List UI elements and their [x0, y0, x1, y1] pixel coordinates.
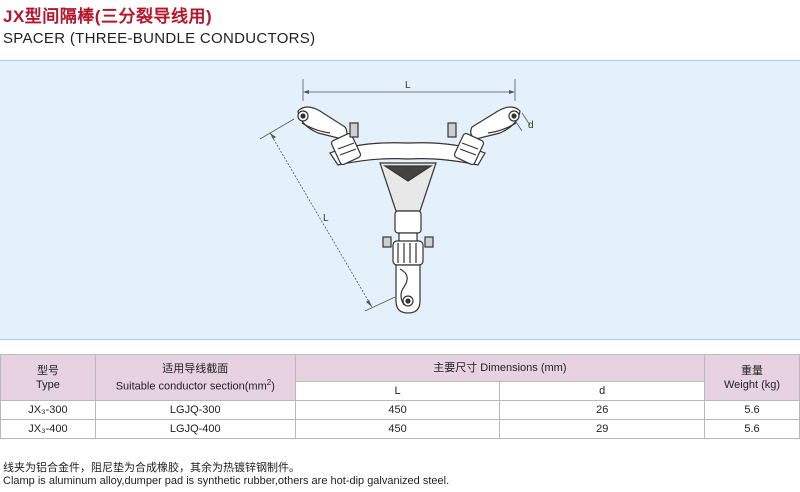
dimension-L-side: L: [259, 118, 396, 312]
header-weight: 重量 Weight (kg): [704, 354, 800, 401]
cell-d: 29: [499, 419, 706, 439]
label-L-top: L: [405, 80, 411, 91]
material-note-en: Clamp is aluminum alloy,dumper pad is sy…: [3, 475, 450, 487]
header-section: 适用导线截面 Suitable conductor section(mm2): [94, 354, 296, 401]
dimension-L-top: L: [302, 79, 516, 101]
header-dimensions: 主要尺寸 Dimensions (mm): [294, 354, 706, 382]
cell-section: LGJQ-400: [94, 419, 296, 439]
material-note-cn: 线夹为铝合金件，阻尼垫为合成橡胶，其余为热镀锌钢制件。: [3, 462, 300, 474]
bottom-clamp: [382, 236, 434, 314]
left-clamp: [297, 106, 362, 166]
header-dim-d: d: [499, 381, 706, 401]
table-header-row: 型号 Type 适用导线截面 Suitable conductor sectio…: [0, 354, 800, 401]
spacer-drawing: L L d: [259, 79, 534, 314]
right-clamp: [447, 106, 521, 166]
table-row: JX₃-400 LGJQ-400 450 29 5.6: [0, 419, 800, 439]
label-d: d: [528, 120, 534, 131]
header-dim-L: L: [294, 381, 501, 401]
cell-L: 450: [294, 400, 501, 420]
cell-type: JX₃-400: [0, 419, 96, 439]
spec-table: 型号 Type 适用导线截面 Suitable conductor sectio…: [0, 354, 800, 439]
page-title-en: SPACER (THREE-BUNDLE CONDUCTORS): [3, 30, 316, 47]
cell-L: 450: [294, 419, 501, 439]
header-type: 型号 Type: [0, 354, 96, 401]
spacer-body: [329, 142, 486, 244]
cell-weight: 5.6: [704, 400, 800, 420]
page-title-cn: JX型间隔棒(三分裂导线用): [3, 7, 213, 26]
cell-section: LGJQ-300: [94, 400, 296, 420]
table-row: JX₃-300 LGJQ-300 450 26 5.6: [0, 400, 800, 420]
cell-d: 26: [499, 400, 706, 420]
spacer-diagram-panel: L L d: [0, 60, 800, 340]
cell-weight: 5.6: [704, 419, 800, 439]
label-L-side: L: [323, 213, 329, 224]
cell-type: JX₃-300: [0, 400, 96, 420]
